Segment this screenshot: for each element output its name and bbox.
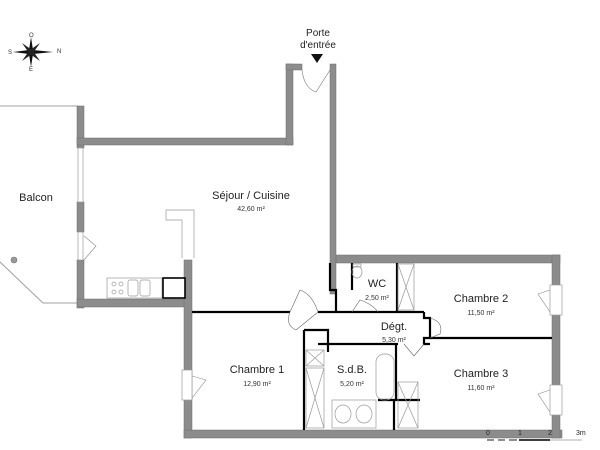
- interior-door-swings: [288, 289, 442, 357]
- interior-partitions: [192, 263, 552, 430]
- room-name: Séjour / Cuisine: [212, 190, 290, 202]
- compass-north-label: N: [57, 49, 62, 55]
- room-name: S.d.B.: [337, 364, 367, 376]
- entry-door-swing: [301, 69, 331, 93]
- room-area: 2,50 m²: [365, 295, 389, 302]
- balcony-drain-icon: [10, 256, 18, 264]
- compass-rose-icon: [13, 37, 53, 67]
- room-sejour-cuisine: Séjour / Cuisine 42,60 m²: [196, 190, 306, 213]
- room-area: 42,60 m²: [237, 206, 265, 213]
- room-balcon: Balcon: [14, 192, 58, 204]
- compass-south-label: S: [8, 50, 13, 56]
- room-chambre-3: Chambre 3 11,60 m²: [446, 368, 516, 392]
- room-name: Chambre 3: [453, 368, 509, 380]
- window-swings: [83, 235, 551, 413]
- room-name: Chambre 1: [229, 364, 285, 376]
- fixtures: [106, 209, 419, 429]
- entry-arrow-icon: [311, 54, 323, 63]
- entrance-label: Porte d'entrée: [296, 28, 340, 52]
- room-name: Chambre 2: [453, 293, 509, 305]
- room-chambre-1: Chambre 1 12,90 m²: [222, 364, 292, 388]
- compass-east-label: O: [29, 33, 34, 39]
- room-area: 11,60 m²: [467, 385, 495, 392]
- kitchen-appliance: [162, 277, 186, 299]
- exterior-walls: [76, 63, 563, 439]
- room-chambre-2: Chambre 2 11,50 m²: [446, 293, 516, 317]
- compass-west-label: E: [29, 67, 34, 73]
- room-area: 5,30 m²: [382, 337, 406, 344]
- room-name: Dégt.: [380, 321, 408, 333]
- entrance-label-line1: Porte: [306, 28, 330, 39]
- scale-tick-2: 2: [548, 430, 552, 437]
- windows: [77, 147, 563, 416]
- room-area: 11,50 m²: [467, 310, 495, 317]
- balcony-outline: [0, 105, 78, 304]
- room-name: Balcon: [19, 192, 53, 204]
- room-area: 12,90 m²: [243, 381, 271, 388]
- room-name: WC: [367, 278, 387, 290]
- scale-tick-0: 0: [486, 430, 490, 437]
- scale-tick-3m: 3m: [576, 430, 586, 437]
- room-salle-de-bain: S.d.B. 5,20 m²: [330, 364, 374, 388]
- scale-tick-1: 1: [518, 430, 522, 437]
- entrance-label-line2: d'entrée: [300, 40, 336, 51]
- room-wc: WC 2,50 m²: [358, 278, 396, 302]
- room-area: 5,20 m²: [340, 381, 364, 388]
- room-degagement: Dégt. 5,30 m²: [372, 321, 416, 344]
